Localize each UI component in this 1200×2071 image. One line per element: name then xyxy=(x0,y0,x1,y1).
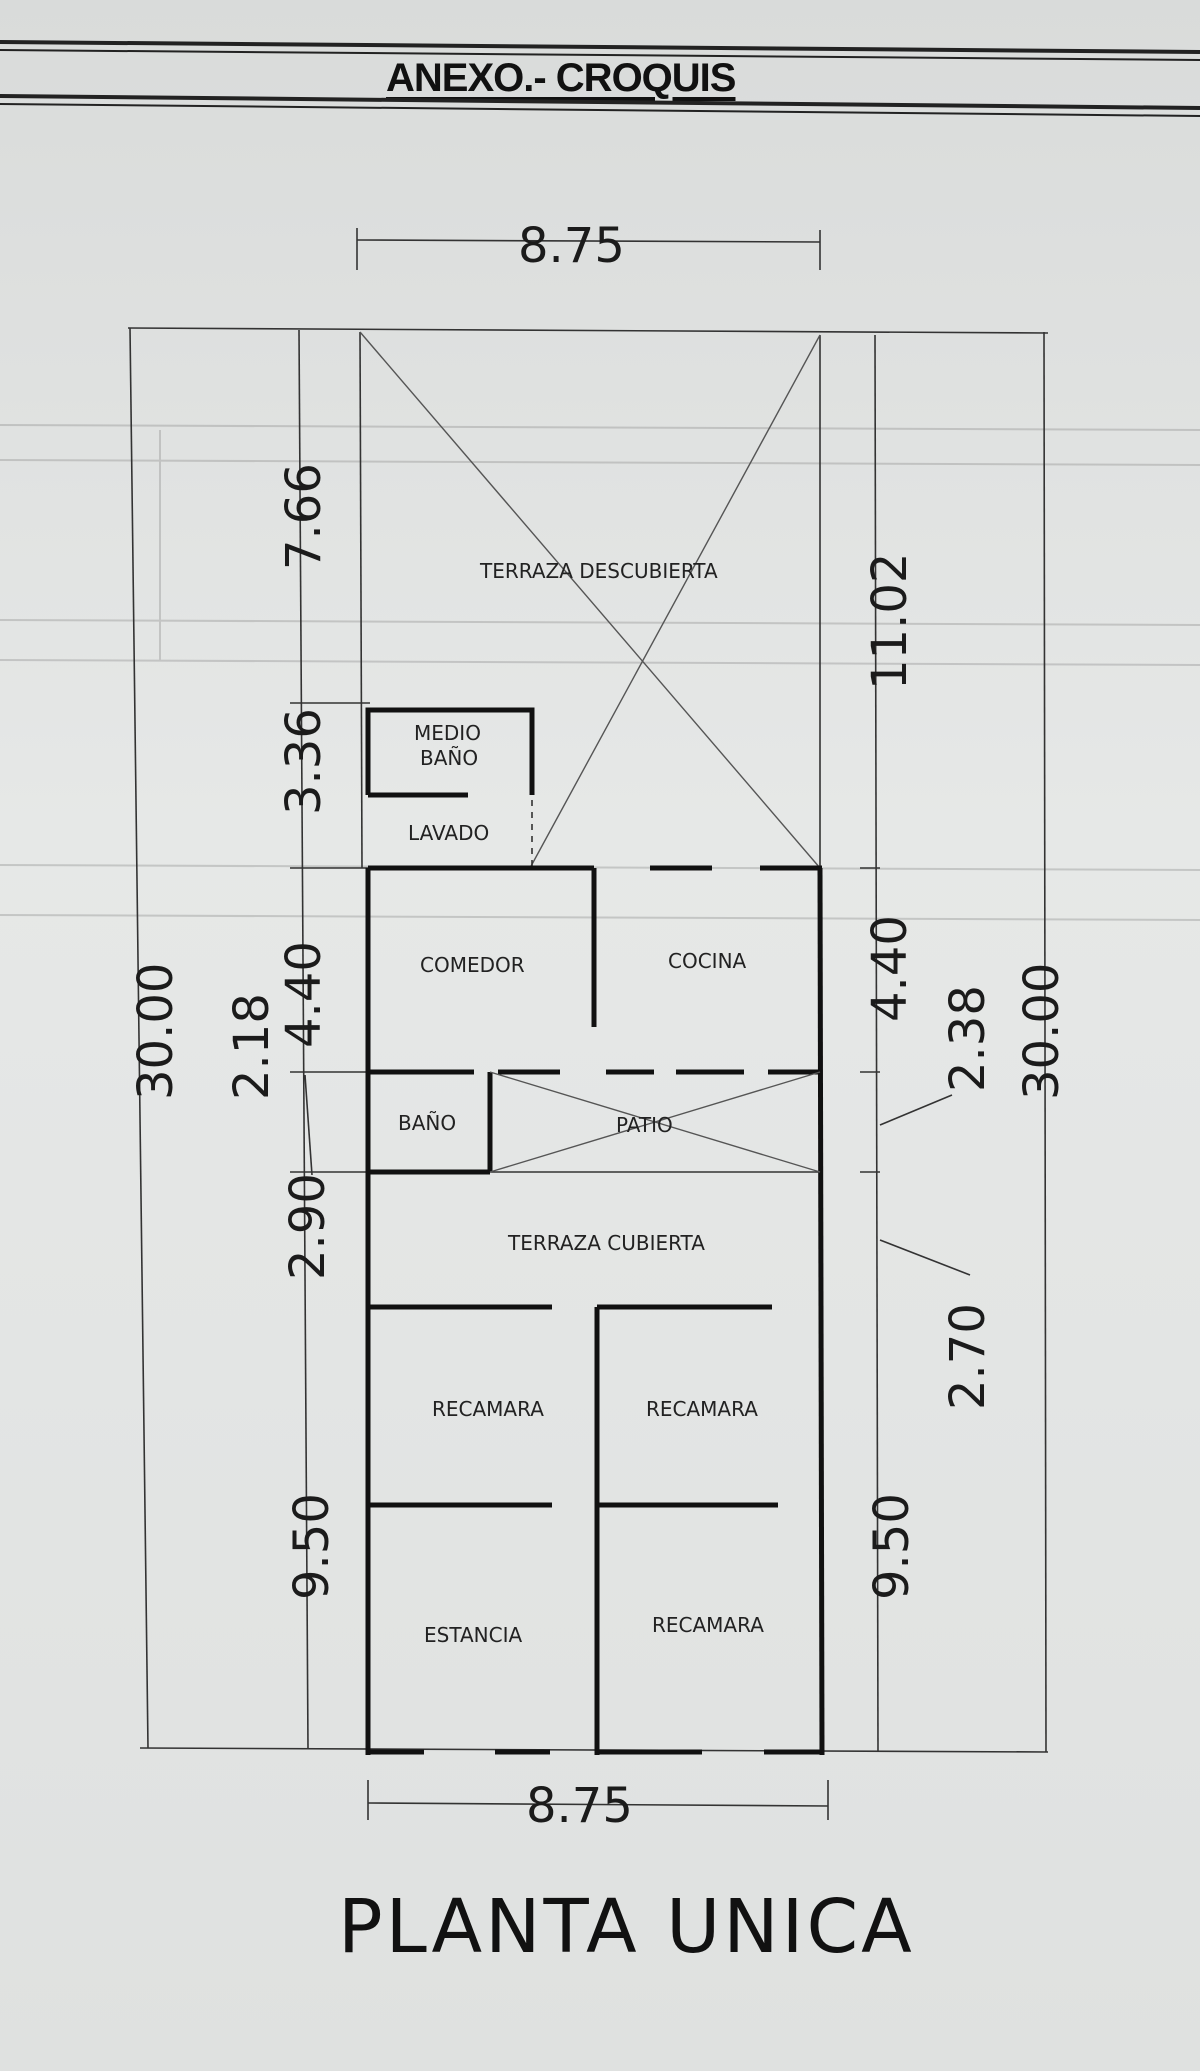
dim-label-top-width: 8.75 xyxy=(518,218,625,274)
dim-line-bottom-width xyxy=(367,1802,829,1807)
dim-label-right-9-50: 9.50 xyxy=(864,1493,920,1600)
header-rule-bottom-2 xyxy=(0,103,1200,117)
label-lavado: LAVADO xyxy=(408,821,489,845)
label-recamara-1: RECAMARA xyxy=(432,1397,544,1421)
label-recamara-3: RECAMARA xyxy=(652,1613,764,1637)
label-bano: BAÑO xyxy=(398,1111,456,1135)
label-comedor: COMEDOR xyxy=(420,953,525,977)
label-medio-bano-2: BAÑO xyxy=(420,746,478,770)
dim-line-right-total xyxy=(1043,331,1047,1753)
label-recamara-2: RECAMARA xyxy=(646,1397,758,1421)
dim-label-left-3-36: 3.36 xyxy=(276,708,332,815)
label-medio-bano-1: MEDIO xyxy=(414,721,481,745)
dim-label-right-total: 30.00 xyxy=(1014,963,1070,1100)
label-terraza-cubierta: TERRAZA CUBIERTA xyxy=(507,1231,705,1255)
show-through-background xyxy=(0,424,1200,921)
frame-bottom-line xyxy=(139,1747,1049,1753)
label-terraza-descubierta: TERRAZA DESCUBIERTA xyxy=(479,559,718,583)
leader-2-70 xyxy=(879,1239,971,1276)
header-rule-top xyxy=(0,40,1200,54)
terrace-cross-2 xyxy=(529,334,821,869)
frame-top-line xyxy=(127,327,1049,334)
dim-label-left-total: 30.00 xyxy=(128,963,184,1100)
leader-2-38 xyxy=(879,1094,953,1126)
dim-label-right-2-38: 2.38 xyxy=(940,985,996,1092)
label-estancia: ESTANCIA xyxy=(424,1623,523,1647)
dim-line-right-inner xyxy=(874,334,879,1753)
wall-exterior-right xyxy=(817,867,825,1756)
dim-label-left-2-90: 2.90 xyxy=(280,1173,336,1280)
dim-label-left-7-66: 7.66 xyxy=(276,463,332,570)
dim-label-right-11-02: 11.02 xyxy=(862,553,918,690)
label-patio: PATIO xyxy=(616,1113,673,1137)
label-cocina: COCINA xyxy=(668,949,747,973)
dim-label-bottom-width: 8.75 xyxy=(526,1778,633,1834)
header-rule-bottom xyxy=(0,94,1200,110)
dim-label-left-9-50: 9.50 xyxy=(284,1493,340,1600)
terrace-cross-1 xyxy=(359,331,821,869)
dim-label-right-2-70: 2.70 xyxy=(940,1303,996,1410)
header-rule-top-2 xyxy=(0,49,1200,61)
dim-label-left-2-18: 2.18 xyxy=(224,993,280,1100)
dim-line-top-width xyxy=(356,239,821,243)
dim-line-left-total xyxy=(129,327,149,1749)
dim-label-right-4-40: 4.40 xyxy=(862,915,918,1022)
annex-title: ANEXO.- CROQUIS xyxy=(386,56,736,100)
plan-title: PLANTA UNICA xyxy=(338,1884,915,1970)
dim-label-left-4-40: 4.40 xyxy=(276,941,332,1048)
patio-cross-2 xyxy=(489,1071,821,1173)
dim-line-left-2-18 xyxy=(304,1074,313,1176)
dim-line-left-inner xyxy=(298,329,309,1749)
terrace-left-edge xyxy=(359,331,363,869)
